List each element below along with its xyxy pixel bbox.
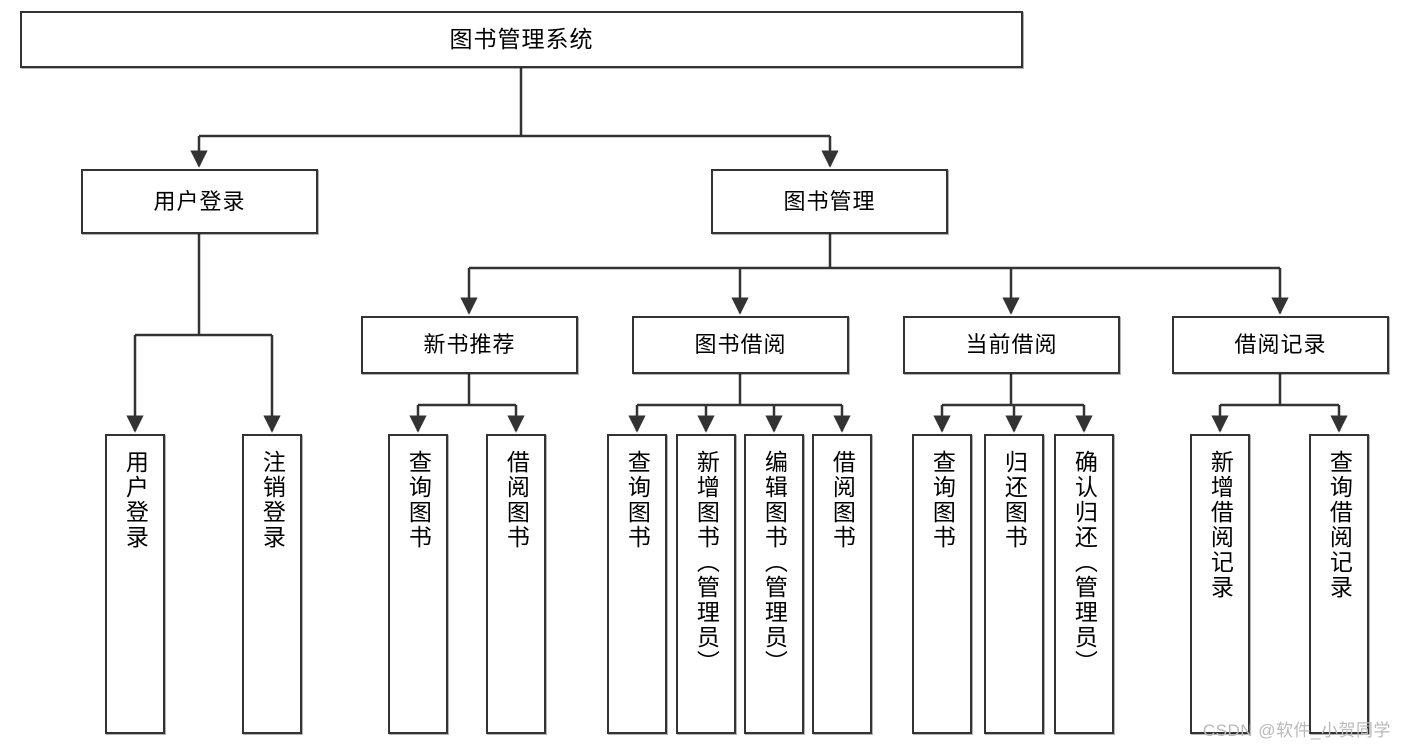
leaf-add-book-admin-label: 新增图书（管理员） <box>693 450 720 675</box>
node-book-management-label: 图书管理 <box>783 188 876 214</box>
leaf-user-login[interactable]: 用户登录 <box>105 434 165 734</box>
leaf-query-books-borrow-label: 查询图书 <box>624 450 651 550</box>
node-book-borrow-label: 图书借阅 <box>694 332 787 358</box>
leaf-return-books-label: 归还图书 <box>1001 450 1028 550</box>
leaf-borrow-books-new-label: 借阅图书 <box>503 450 530 550</box>
leaf-return-books[interactable]: 归还图书 <box>984 434 1044 734</box>
node-borrow-records[interactable]: 借阅记录 <box>1172 316 1389 374</box>
node-book-management[interactable]: 图书管理 <box>711 169 948 234</box>
leaf-user-login-label: 用户登录 <box>122 450 149 550</box>
node-root[interactable]: 图书管理系统 <box>20 11 1023 68</box>
node-new-book-recommend[interactable]: 新书推荐 <box>361 316 578 374</box>
node-user-login[interactable]: 用户登录 <box>81 169 318 234</box>
leaf-add-borrow-record-label: 新增借阅记录 <box>1207 450 1234 600</box>
leaf-edit-book-admin-label: 编辑图书（管理员） <box>761 450 788 675</box>
leaf-borrow-books[interactable]: 借阅图书 <box>812 434 872 734</box>
leaf-borrow-books-new[interactable]: 借阅图书 <box>486 434 546 734</box>
leaf-query-books-borrow[interactable]: 查询图书 <box>607 434 667 734</box>
leaf-confirm-return-admin[interactable]: 确认归还（管理员） <box>1054 434 1114 734</box>
leaf-query-borrow-record[interactable]: 查询借阅记录 <box>1309 434 1369 734</box>
node-book-borrow[interactable]: 图书借阅 <box>632 316 849 374</box>
leaf-add-book-admin[interactable]: 新增图书（管理员） <box>676 434 736 734</box>
leaf-edit-book-admin[interactable]: 编辑图书（管理员） <box>744 434 804 734</box>
leaf-query-books-current-label: 查询图书 <box>929 450 956 550</box>
leaf-add-borrow-record[interactable]: 新增借阅记录 <box>1190 434 1250 734</box>
leaf-logout-label: 注销登录 <box>259 450 286 550</box>
leaf-query-borrow-record-label: 查询借阅记录 <box>1326 450 1353 600</box>
node-current-borrow[interactable]: 当前借阅 <box>903 316 1120 374</box>
leaf-query-books-current[interactable]: 查询图书 <box>912 434 972 734</box>
node-current-borrow-label: 当前借阅 <box>965 332 1058 358</box>
leaf-query-books-new-label: 查询图书 <box>405 450 432 550</box>
node-root-label: 图书管理系统 <box>449 25 594 52</box>
leaf-confirm-return-admin-label: 确认归还（管理员） <box>1071 450 1098 675</box>
node-user-login-label: 用户登录 <box>153 188 246 214</box>
leaf-logout[interactable]: 注销登录 <box>242 434 302 734</box>
node-borrow-records-label: 借阅记录 <box>1234 332 1327 358</box>
node-new-book-recommend-label: 新书推荐 <box>423 332 516 358</box>
leaf-query-books-new[interactable]: 查询图书 <box>388 434 448 734</box>
leaf-borrow-books-label: 借阅图书 <box>829 450 856 550</box>
watermark: CSDN @软件_小贺同学 <box>1202 721 1391 740</box>
